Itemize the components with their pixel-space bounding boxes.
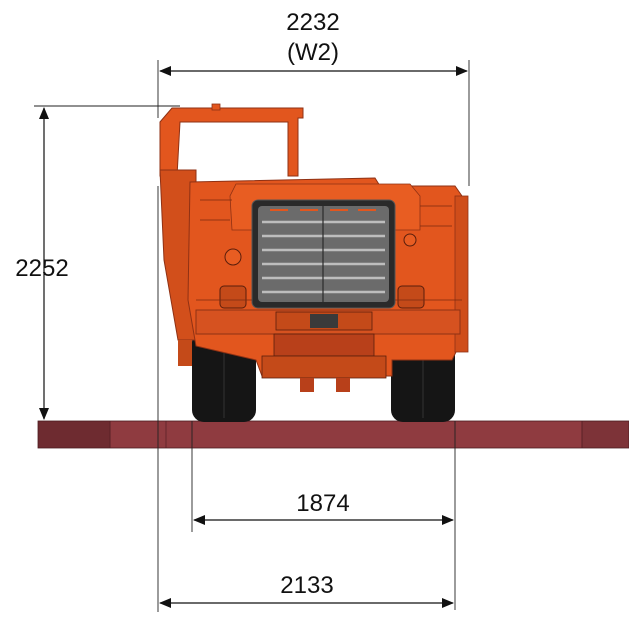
dimension-overall-height: 2252	[15, 105, 180, 420]
dimension-wheel-track: 1874	[191, 421, 456, 610]
overall-height-value: 2252	[15, 255, 68, 282]
dimension-overall-width: 2232 (W2)	[157, 9, 470, 186]
overall-width-label: (W2)	[287, 39, 339, 66]
wheel-track-value: 1874	[296, 490, 349, 517]
ground-slab	[37, 420, 629, 449]
rops-canopy	[159, 103, 304, 177]
machine-front-view	[159, 103, 469, 422]
dimension-machine-width: 2133	[157, 186, 454, 612]
overall-width-value: 2232	[286, 9, 339, 36]
radiator-grille	[251, 199, 396, 309]
machine-width-value: 2133	[280, 572, 333, 599]
